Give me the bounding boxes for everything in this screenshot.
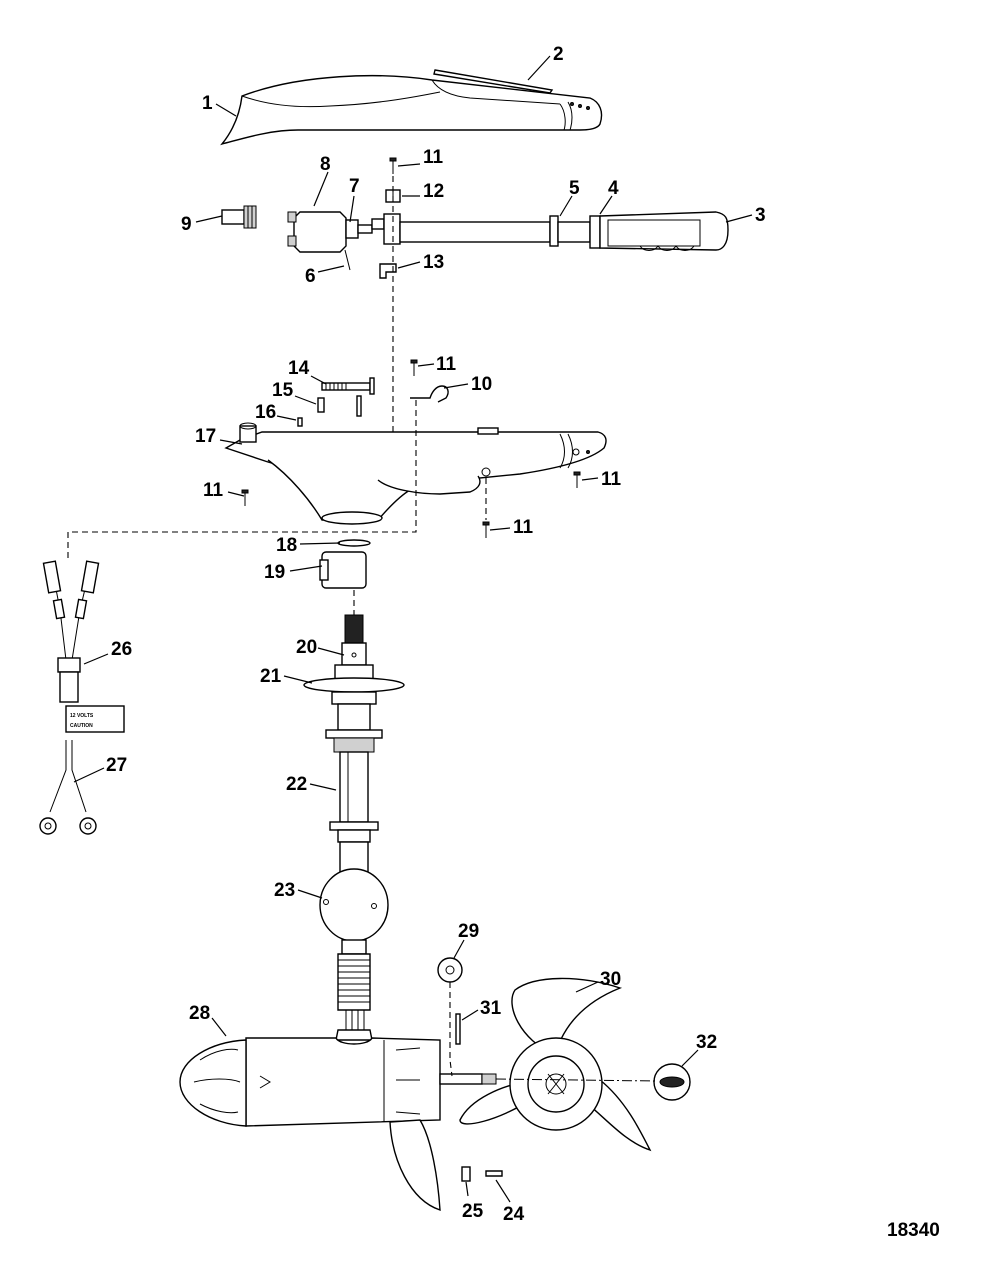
screw-top [389, 157, 397, 174]
callout-28: 30 [600, 969, 621, 990]
battery-leads: 12 VOLTS CAUTION [39, 560, 125, 835]
prop-washer [437, 957, 463, 983]
screw-lower [482, 521, 490, 538]
callout-26: 28 [189, 1003, 210, 1024]
callout-14: 14 [288, 358, 310, 379]
pin-15 [317, 395, 362, 417]
callout-13: 13 [423, 252, 444, 273]
callout-17: 17 [195, 426, 216, 447]
prop-nut [653, 1063, 691, 1101]
callout-12: 12 [423, 181, 444, 202]
callout-9: 9 [181, 214, 192, 235]
screw-mid-top [410, 359, 418, 376]
wire-clip [410, 385, 449, 403]
callout-8: 8 [320, 154, 331, 175]
callout-1: 1 [202, 93, 213, 114]
callout-3: 3 [755, 205, 766, 226]
callout-29: 31 [480, 998, 502, 1019]
callout-leaders [73, 55, 753, 1203]
figure-number: 18340 [887, 1220, 940, 1241]
callout-4: 4 [608, 178, 619, 199]
callout-10: 10 [471, 374, 492, 395]
callout-21: 21 [260, 666, 282, 687]
callout-11-top: 11 [423, 147, 444, 168]
callout-11-right: 11 [601, 469, 622, 490]
propeller [459, 977, 652, 1152]
tag-line-1: 12 VOLTS [70, 713, 94, 719]
clip-lower [379, 263, 397, 279]
callout-24: 26 [111, 639, 132, 660]
callout-11-lower: 11 [513, 517, 534, 538]
callout-23: 23 [274, 880, 295, 901]
washer [337, 539, 371, 547]
pin-16 [297, 417, 303, 427]
top-cover [220, 75, 603, 146]
callout-22: 22 [286, 774, 307, 795]
callout-18: 18 [276, 535, 297, 556]
lower-unit-motor [179, 1029, 497, 1211]
callout-11-left: 11 [203, 480, 224, 501]
callout-31: 24 [503, 1204, 525, 1225]
anode-pin [461, 1166, 471, 1182]
callout-15: 15 [272, 380, 294, 401]
callout-32: 25 [462, 1201, 484, 1222]
callout-5: 5 [569, 178, 580, 199]
callout-30: 32 [696, 1032, 717, 1053]
anode-screw [485, 1170, 503, 1177]
decal-strip [433, 69, 554, 94]
callout-27: 29 [458, 921, 479, 942]
assembly-guide-lines [67, 176, 656, 1082]
screw-mid-right [573, 471, 581, 488]
callout-6: 6 [305, 266, 316, 287]
tiller-handle-assembly [287, 211, 729, 271]
screw-mid-left [241, 489, 249, 506]
tag-line-2: CAUTION [70, 723, 93, 729]
drive-pin [455, 1013, 461, 1045]
pivot-bolt [321, 377, 375, 395]
wire-connector [221, 205, 257, 229]
shaft-assembly [303, 614, 405, 1030]
callout-25: 27 [106, 755, 127, 776]
collar [319, 551, 367, 589]
callout-11-mid: 11 [436, 354, 457, 375]
callout-16: 16 [255, 402, 276, 423]
callout-20: 20 [296, 637, 317, 658]
callout-labels: 1 2 3 4 5 6 7 8 9 10 11 11 11 11 11 12 1… [106, 44, 766, 1225]
callout-19: 19 [264, 562, 285, 583]
callout-7: 7 [349, 176, 360, 197]
callout-2: 2 [553, 44, 564, 65]
